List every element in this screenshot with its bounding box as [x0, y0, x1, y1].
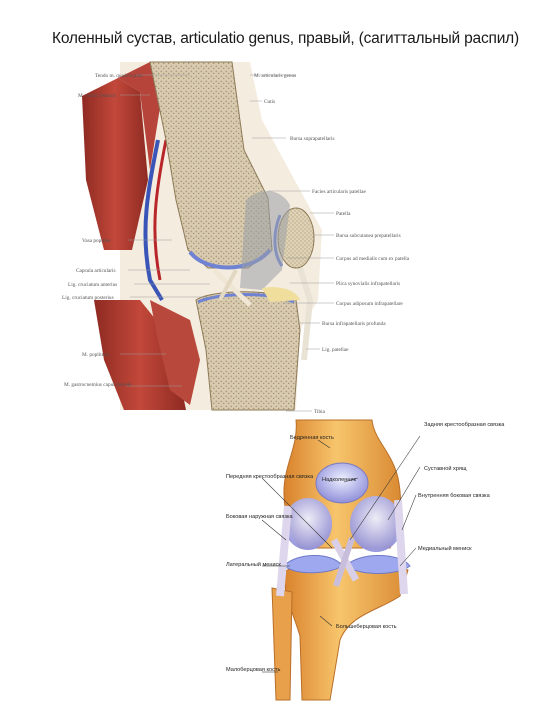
label-popliteus: M. popliteus — [82, 352, 109, 358]
label-anterior-cruciate: Передняя крестообразная связка — [226, 474, 314, 480]
label-facies-patellae: Facies articularis patellae — [312, 189, 366, 195]
lateral-meniscus — [283, 555, 343, 574]
label-corpus-adiposum: Corpus adiposum infrapatellare — [336, 300, 403, 307]
vastus-muscle — [82, 78, 148, 250]
label-tibia-frontal: Большеберцовая кость — [336, 624, 397, 630]
label-capsula: Capsula articularis — [76, 268, 116, 274]
medial-meniscus — [345, 555, 411, 574]
label-bursa-infrapatellaris: Bursa infrapatellaris profunda — [322, 320, 386, 327]
label-lateral-collateral: Боковая наружная связка — [226, 514, 294, 520]
label-lateral-meniscus: Латеральный мениск — [226, 561, 281, 568]
frontal-knee-illustration: Бедренная кость Надколенник Задняя крест… — [226, 419, 505, 701]
label-gastrocnemius: M. gastrocnemius caput laterale — [64, 382, 132, 388]
frontal-patella — [315, 462, 369, 504]
label-lig-patellae: Lig. patellae — [322, 347, 349, 353]
page-title: Коленный сустав, articulatio genus, прав… — [52, 30, 519, 47]
frontal-tibia — [283, 562, 409, 701]
label-bursa-prepatellaris: Bursa subcutanea prepatellaris — [336, 233, 401, 239]
label-bursa-suprapatellaris: Bursa suprapatellaris — [290, 136, 335, 142]
label-patella: Patella — [336, 211, 351, 217]
frontal-fibula — [271, 587, 293, 701]
label-tibia: Tibia — [314, 409, 326, 415]
label-vasa-poplitea: Vasa poplitea — [82, 238, 111, 244]
popliteus-muscle — [150, 300, 200, 405]
label-patella-frontal: Надколенник — [322, 477, 357, 483]
label-tendo-quadricipitis: Tendo m. quadricipitis — [95, 73, 143, 79]
label-cutis: Cutis — [264, 99, 275, 105]
label-articular-cartilage: Суставной хрящ — [424, 465, 467, 472]
label-articularis-genus: M. articularis genus — [254, 73, 296, 79]
label-posterior-cruciate: Задняя крестообразная связка — [424, 422, 505, 428]
label-lig-posterius: Lig. cruciatum posterius — [62, 295, 114, 301]
label-medial-meniscus: Медиальный мениск — [418, 545, 472, 552]
label-fibula: Малоберцовая кость — [226, 667, 280, 673]
label-posterior-cruciate-text: Задняя крестообразная связка — [424, 422, 505, 428]
tibia-section — [195, 291, 301, 411]
popliteal-vessels — [143, 139, 164, 302]
label-lig-anterius: Lig. cruciatum anterius — [68, 282, 117, 288]
label-femur: Бедренная кость — [290, 435, 334, 441]
sagittal-illustration: Tendo m. quadricipitis M. vastus femoris… — [62, 61, 410, 415]
label-corpus-medialis: Corpus ad medialis cum ex patella — [336, 256, 410, 262]
label-medial-collateral: Внутренняя боковая связка — [418, 493, 491, 499]
label-plica-synovialis: Plica synovialis infrapatellaris — [336, 280, 400, 287]
label-vastus: M. vastus femoris — [78, 92, 116, 99]
gastrocnemius-muscle — [94, 300, 186, 410]
